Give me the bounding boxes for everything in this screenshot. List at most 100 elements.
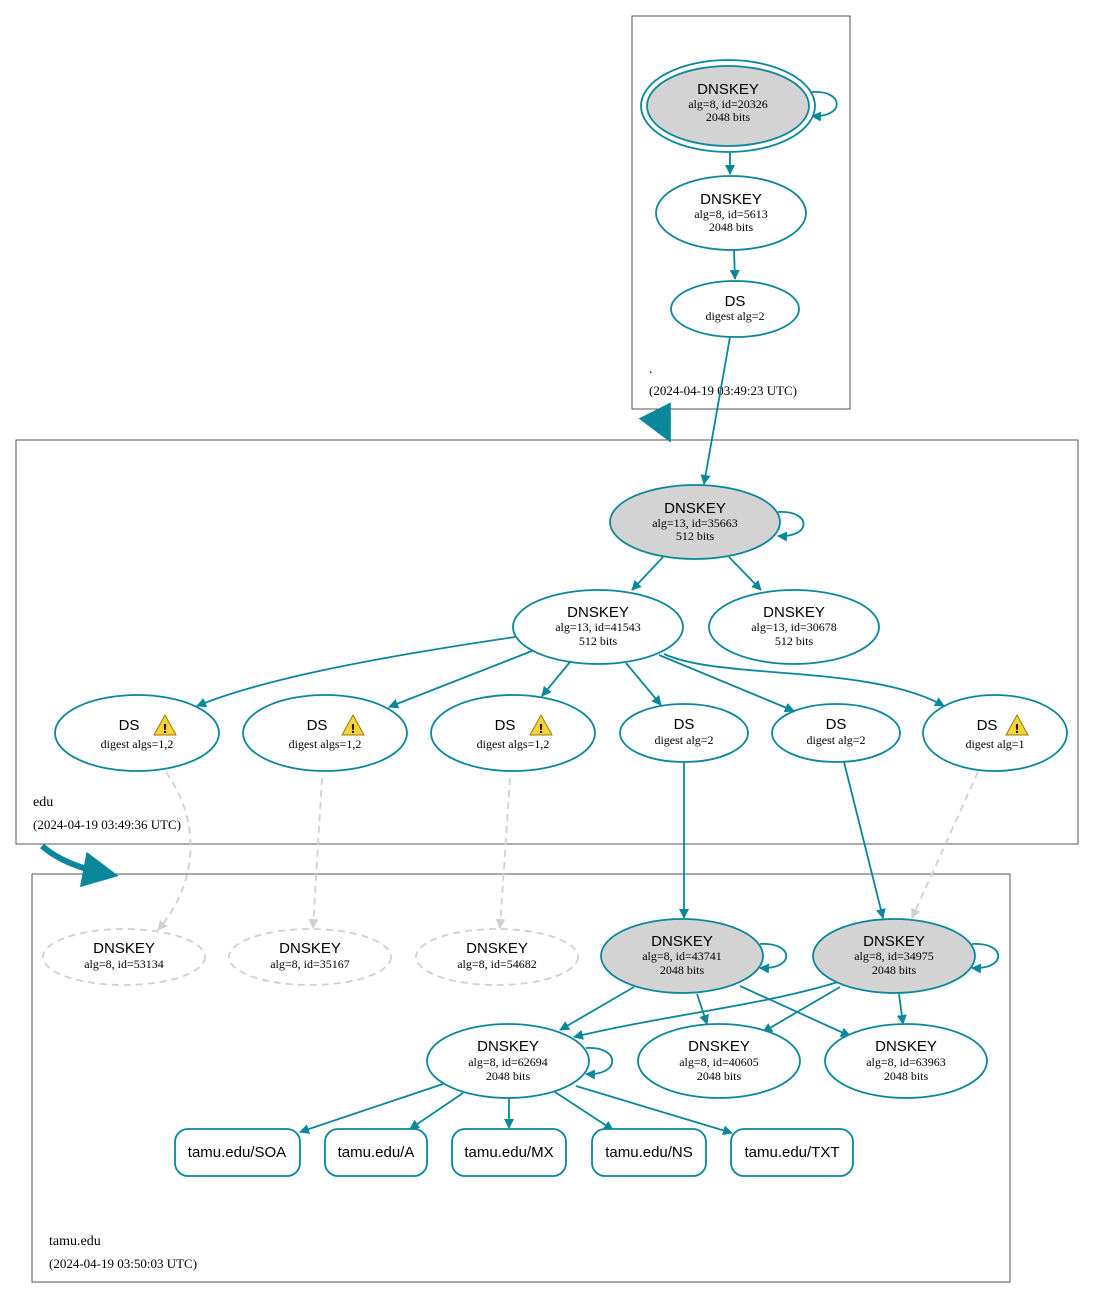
node-edu-ds1[interactable]: DS ! digest algs=1,2 <box>54 694 220 772</box>
edge-edu-ds2-missing2 <box>308 777 323 929</box>
node-alg-id: alg=13, id=30678 <box>751 620 837 634</box>
delegation-arrow-root-edu <box>638 402 671 443</box>
node-edu-ds5[interactable]: DS digest alg=2 <box>771 703 901 763</box>
node-edu-zsk1[interactable]: DNSKEY alg=13, id=41543 512 bits <box>512 589 684 665</box>
node-bits: 2048 bits <box>872 963 917 977</box>
node-title: DNSKEY <box>567 604 629 621</box>
svg-text:!: ! <box>162 722 167 736</box>
node-title: DS <box>725 293 746 310</box>
node-title: DNSKEY <box>477 1038 539 1055</box>
node-edu-ds3[interactable]: DS ! digest algs=1,2 <box>430 694 596 772</box>
edge-tamu-zsk1-self <box>585 1047 613 1080</box>
node-alg-id: alg=8, id=35167 <box>270 957 350 971</box>
warning-icon: ! <box>341 713 365 736</box>
rrset-txt[interactable]: tamu.edu/TXT <box>730 1128 854 1177</box>
zone-tamu-name: tamu.edu <box>49 1234 101 1249</box>
warning-icon: ! <box>1005 713 1029 736</box>
svg-text:!: ! <box>538 722 543 736</box>
zone-root: . (2024-04-19 03:49:23 UTC) <box>631 15 851 410</box>
node-digest: digest alg=2 <box>654 733 713 747</box>
edge-edu-ksk-zsk2 <box>728 556 762 591</box>
rrset-label: tamu.edu/SOA <box>188 1144 286 1161</box>
zone-edu: edu (2024-04-19 03:49:36 UTC) <box>15 439 1079 845</box>
node-bits: 512 bits <box>579 634 618 648</box>
node-title: DNSKEY <box>651 933 713 950</box>
zone-root-name: . <box>649 362 653 377</box>
node-tamu-ksk2[interactable]: DNSKEY alg=8, id=34975 2048 bits <box>812 918 976 994</box>
edge-tamu-ksk1-zsk2 <box>696 993 709 1025</box>
node-root-ksk[interactable]: DNSKEY alg=8, id=20326 2048 bits <box>640 59 816 153</box>
node-edu-ds2[interactable]: DS ! digest algs=1,2 <box>242 694 408 772</box>
node-edu-ksk[interactable]: DNSKEY alg=13, id=35663 512 bits <box>609 484 781 560</box>
node-bits: 512 bits <box>775 634 814 648</box>
node-title: DNSKEY <box>466 940 528 957</box>
node-tamu-missing3[interactable]: DNSKEY alg=8, id=54682 <box>415 928 579 986</box>
node-alg-id: alg=8, id=62694 <box>468 1055 548 1069</box>
rrset-label: tamu.edu/TXT <box>744 1144 839 1161</box>
node-title: DS <box>977 717 998 734</box>
node-tamu-ksk1[interactable]: DNSKEY alg=8, id=43741 2048 bits <box>600 918 764 994</box>
edge-edu-zsk1-ds2 <box>388 650 533 709</box>
edge-edu-ds5-tamu-ksk2 <box>843 761 886 919</box>
node-root-zsk[interactable]: DNSKEY alg=8, id=5613 2048 bits <box>655 175 807 251</box>
node-tamu-missing1[interactable]: DNSKEY alg=8, id=53134 <box>42 928 206 986</box>
edge-tamu-zsk1-txt <box>575 1085 733 1136</box>
node-title: DNSKEY <box>875 1038 937 1055</box>
node-alg-id: alg=8, id=20326 <box>688 97 768 111</box>
node-tamu-zsk2[interactable]: DNSKEY alg=8, id=40605 2048 bits <box>637 1023 801 1099</box>
edge-root-ds-edu-ksk <box>700 336 731 485</box>
node-tamu-zsk1[interactable]: DNSKEY alg=8, id=62694 2048 bits <box>426 1023 590 1099</box>
rrset-ns[interactable]: tamu.edu/NS <box>591 1128 707 1177</box>
node-tamu-zsk3[interactable]: DNSKEY alg=8, id=63963 2048 bits <box>824 1023 988 1099</box>
zone-root-time: (2024-04-19 03:49:23 UTC) <box>649 383 797 398</box>
edge-tamu-ksk1-self <box>759 943 788 974</box>
rrset-a[interactable]: tamu.edu/A <box>324 1128 428 1177</box>
node-alg-id: alg=8, id=43741 <box>642 949 722 963</box>
node-digest: digest algs=1,2 <box>101 737 174 751</box>
zone-tamu: tamu.edu (2024-04-19 03:50:03 UTC) <box>31 873 1011 1283</box>
node-alg-id: alg=8, id=53134 <box>84 957 164 971</box>
node-bits: 2048 bits <box>660 963 705 977</box>
node-root-ds[interactable]: DS digest alg=2 <box>670 280 800 338</box>
rrset-label: tamu.edu/MX <box>464 1144 553 1161</box>
svg-text:!: ! <box>1014 722 1019 736</box>
delegation-arrow-edu-tamu <box>40 843 119 888</box>
warning-icon: ! <box>153 713 177 736</box>
node-title: DNSKEY <box>93 940 155 957</box>
node-alg-id: alg=13, id=41543 <box>555 620 641 634</box>
node-alg-id: alg=8, id=34975 <box>854 949 934 963</box>
edge-edu-zsk1-ds4 <box>625 662 662 706</box>
edge-edu-zsk1-ds1 <box>196 636 516 708</box>
edge-tamu-zsk1-a <box>409 1092 464 1130</box>
node-title: DNSKEY <box>279 940 341 957</box>
node-bits: 2048 bits <box>706 110 751 124</box>
node-edu-zsk2[interactable]: DNSKEY alg=13, id=30678 512 bits <box>708 589 880 665</box>
edge-edu-zsk1-ds5 <box>658 654 795 713</box>
node-title: DNSKEY <box>688 1038 750 1055</box>
edge-root-zsk-ds <box>729 249 740 280</box>
node-digest: digest alg=2 <box>705 309 764 323</box>
node-bits: 2048 bits <box>884 1069 929 1083</box>
node-edu-ds4[interactable]: DS digest alg=2 <box>619 703 749 763</box>
node-edu-ds6[interactable]: DS ! digest alg=1 <box>922 694 1068 772</box>
edge-edu-ds3-missing3 <box>495 777 511 929</box>
rrset-mx[interactable]: tamu.edu/MX <box>451 1128 567 1177</box>
rrset-soa[interactable]: tamu.edu/SOA <box>174 1128 301 1177</box>
node-digest: digest alg=1 <box>965 737 1024 751</box>
node-title: DNSKEY <box>863 933 925 950</box>
edge-tamu-zsk1-soa <box>299 1083 444 1134</box>
zone-tamu-time: (2024-04-19 03:50:03 UTC) <box>49 1256 197 1271</box>
node-alg-id: alg=8, id=5613 <box>694 207 768 221</box>
edge-tamu-ksk2-zsk1 <box>573 981 839 1040</box>
node-tamu-missing2[interactable]: DNSKEY alg=8, id=35167 <box>228 928 392 986</box>
zone-edu-time: (2024-04-19 03:49:36 UTC) <box>33 817 181 832</box>
rrset-label: tamu.edu/NS <box>605 1144 693 1161</box>
edge-edu-zsk1-ds3 <box>541 661 571 697</box>
node-title: DNSKEY <box>763 604 825 621</box>
node-title: DNSKEY <box>697 81 759 98</box>
warning-icon: ! <box>529 713 553 736</box>
node-alg-id: alg=8, id=63963 <box>866 1055 946 1069</box>
node-digest: digest algs=1,2 <box>477 737 550 751</box>
node-title: DNSKEY <box>664 500 726 517</box>
